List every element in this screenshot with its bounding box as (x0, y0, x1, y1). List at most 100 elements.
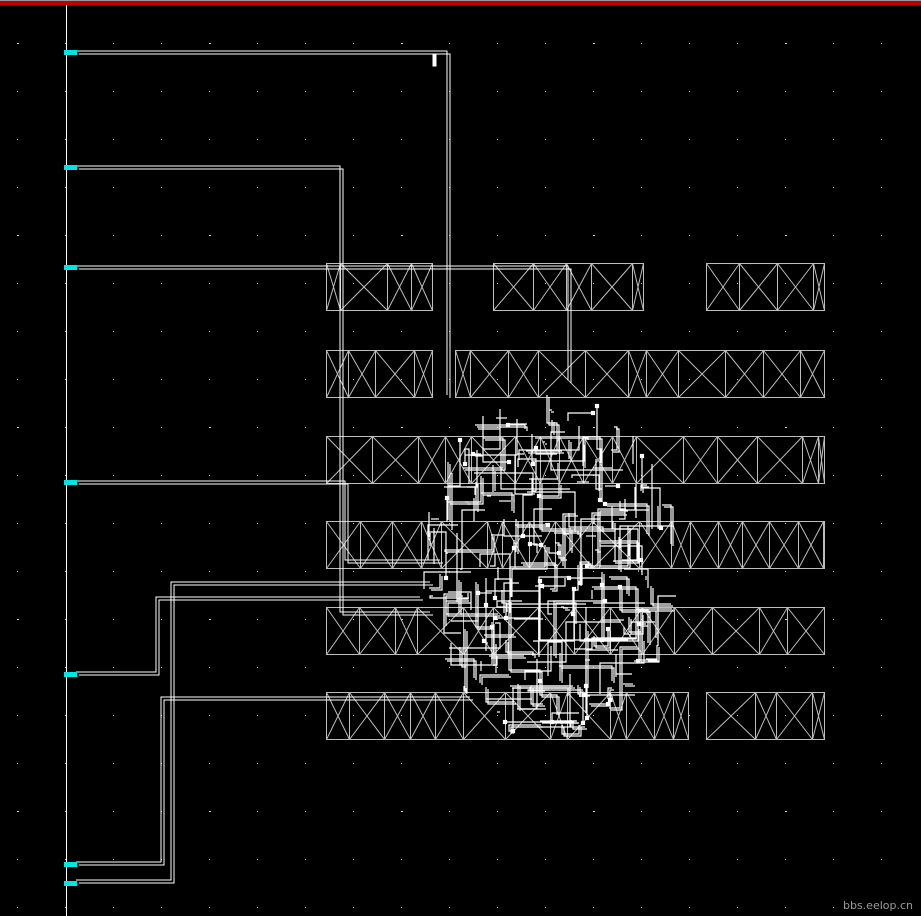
grid-dot (833, 187, 834, 188)
wire-segment (568, 513, 604, 532)
wire-segment (475, 424, 526, 429)
wire-segment (485, 687, 514, 703)
cell-diagonal (725, 350, 764, 398)
grid-dot (881, 475, 882, 476)
standard-cell (683, 436, 718, 484)
wire-segment (447, 660, 477, 680)
grid-dot (353, 715, 354, 716)
grid-dot (545, 907, 546, 908)
wire-segment (585, 607, 618, 651)
wire-segment (564, 515, 578, 568)
cell-diagonal (360, 521, 393, 569)
grid-dot (401, 475, 402, 476)
standard-cell (533, 263, 567, 311)
wire-segment (615, 665, 632, 675)
cell-diagonal (706, 692, 756, 740)
grid-dot (497, 907, 498, 908)
cell-diagonal (470, 350, 509, 398)
standard-cell (414, 350, 433, 398)
standard-cell (690, 521, 719, 569)
grid-dot (641, 43, 642, 44)
standard-cell (639, 521, 672, 569)
wire-segment (591, 512, 625, 522)
wire-segment (611, 578, 630, 596)
wire-segment (465, 631, 468, 694)
io-pin[interactable] (64, 480, 77, 485)
io-pin[interactable] (64, 265, 77, 270)
grid-dot (449, 907, 450, 908)
wire-segment (623, 627, 629, 635)
cell-row-block (326, 350, 433, 398)
grid-dot (497, 475, 498, 476)
wire-segment (479, 674, 509, 683)
via (511, 545, 517, 551)
grid-dot (17, 91, 18, 92)
grid-dot (17, 283, 18, 284)
grid-dot (209, 907, 210, 908)
io-pin[interactable] (64, 50, 77, 55)
grid-dot (833, 715, 834, 716)
pin-route (79, 584, 433, 884)
grid-dot (65, 811, 66, 812)
wire-segment (569, 577, 624, 621)
io-pin[interactable] (64, 881, 77, 886)
via (566, 575, 572, 581)
grid-dot (161, 331, 162, 332)
wire-segment (523, 564, 558, 592)
grid-dot (209, 139, 210, 140)
cell-diagonal (418, 436, 446, 484)
grid-dot (689, 427, 690, 428)
grid-dot (353, 283, 354, 284)
layout-canvas[interactable] (0, 5, 921, 916)
grid-dot (113, 139, 114, 140)
io-pin[interactable] (64, 672, 77, 677)
grid-dot (305, 187, 306, 188)
cell-row-outline (326, 350, 433, 398)
grid-dot (641, 139, 642, 140)
grid-dot (641, 187, 642, 188)
wire-segment (444, 450, 478, 488)
cell-diagonal (340, 263, 388, 311)
grid-dot (497, 331, 498, 332)
grid-dot (65, 475, 66, 476)
wire-segment (619, 499, 626, 520)
via (527, 541, 533, 547)
wire-segment (447, 602, 500, 617)
cell-outline (798, 521, 824, 569)
grid-dot (689, 43, 690, 44)
wire-segment (495, 576, 568, 619)
grid-dot (449, 523, 450, 524)
grid-dot (17, 715, 18, 716)
cell-diagonal (591, 263, 633, 311)
grid-dot (161, 427, 162, 428)
cell-outline (800, 350, 825, 398)
io-pin[interactable] (64, 862, 77, 867)
grid-dot (161, 523, 162, 524)
wire-segment (477, 426, 528, 431)
grid-dot (641, 283, 642, 284)
cell-diagonal (759, 607, 788, 655)
grid-dot (353, 43, 354, 44)
standard-cell (326, 350, 349, 398)
io-pin[interactable] (64, 165, 77, 170)
grid-dot (881, 139, 882, 140)
grid-dot (641, 715, 642, 716)
grid-dot (305, 91, 306, 92)
standard-cell (360, 521, 393, 569)
cell-diagonal (326, 263, 341, 311)
cell-diagonal (628, 350, 647, 398)
standard-cell (769, 521, 799, 569)
grid-dot (497, 283, 498, 284)
cell-diagonal (718, 521, 743, 569)
grid-dot (113, 715, 114, 716)
cell-diagonal (678, 350, 726, 398)
grid-dot (17, 187, 18, 188)
standard-cell (777, 263, 814, 311)
cell-row-block (706, 692, 825, 740)
grid-dot (113, 811, 114, 812)
grid-dot (497, 811, 498, 812)
grid-dot (881, 283, 882, 284)
cell-diagonal (515, 436, 541, 484)
grid-dot (497, 43, 498, 44)
grid-dot (641, 331, 642, 332)
